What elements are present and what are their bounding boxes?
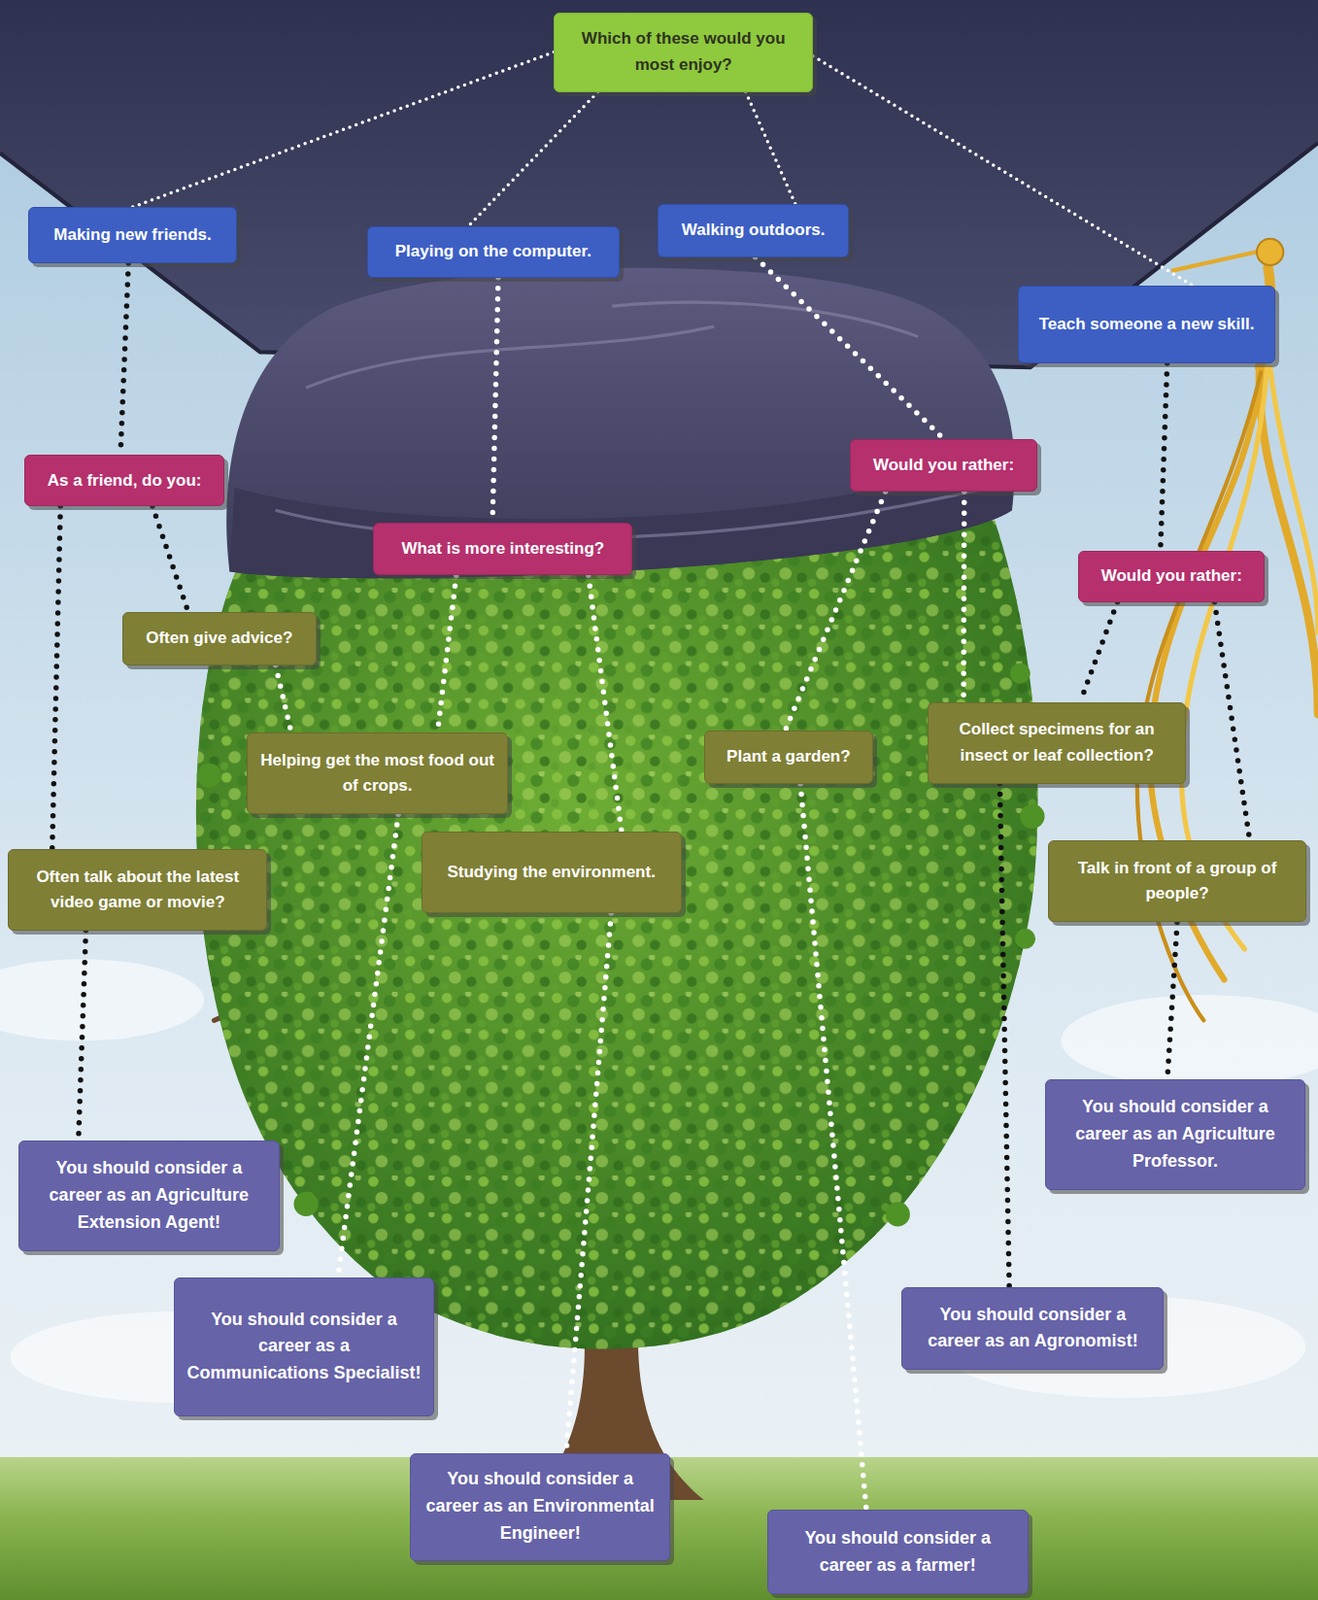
option-box: Often talk about the latest video game o… [7,848,268,931]
option-box: Studying the environment. [421,831,682,913]
question-box: As a friend, do you: [24,454,225,507]
tree-leaf-texture [196,520,1039,1350]
dotted-connector [78,930,87,1141]
dotted-connector [566,912,611,1454]
box-text: Collect specimens for an insect or leaf … [940,716,1175,769]
result-box: You should consider a career as an Agron… [901,1286,1164,1369]
box-text: Plant a garden? [726,743,851,770]
cap-highlights [275,302,981,539]
dotted-connector [588,574,622,832]
box-text: You should consider a career as an Agric… [1057,1093,1294,1176]
dotted-connector [745,92,796,205]
box-text: Walking outdoors. [681,217,826,243]
box-text: You should consider a career as a Commun… [186,1306,423,1388]
box-text: As a friend, do you: [47,468,203,494]
box-text: What is more interesting? [401,536,605,562]
option-box: Often give advice? [122,611,317,666]
dotted-connector [1214,602,1250,842]
option-box: Talk in front of a group of people? [1047,840,1308,922]
tree-edge-leaves [190,663,1045,1227]
answer-box: Making new friends. [28,206,237,264]
answer-box: Walking outdoors. [657,203,848,258]
result-box: You should consider a career as an Envir… [409,1453,671,1561]
box-text: You should consider a career as an Agron… [913,1301,1151,1356]
result-box: You should consider a career as a Commun… [173,1277,436,1417]
tassel-button [1256,238,1284,266]
box-text: Which of these would you most enjoy? [566,26,801,78]
question-box: What is more interesting? [372,522,633,576]
dotted-connector [437,574,456,733]
question-box: Would you rather: [849,439,1038,493]
box-text: You should consider a career as an Envir… [422,1465,658,1548]
dotted-connector [784,491,885,731]
dotted-connector [52,506,62,849]
dotted-connector [133,52,555,208]
dotted-connector [152,506,189,612]
question-box: Which of these would you most enjoy? [553,12,813,93]
answer-box: Playing on the computer. [367,226,619,278]
dotted-connector [1080,602,1117,703]
result-box: You should consider a career as a farmer… [767,1509,1029,1593]
tree-foliage [196,520,1039,1350]
dotted-connector [800,783,867,1511]
box-text: You should consider a career as a farmer… [779,1524,1016,1580]
dotted-connector [120,263,129,455]
option-box: Collect specimens for an insect or leaf … [927,702,1187,784]
dotted-connector [337,813,399,1278]
dotted-connector [960,491,967,702]
box-text: Often talk about the latest video game o… [20,864,255,916]
box-text: Talk in front of a group of people? [1060,855,1295,908]
box-text: Making new friends. [53,222,211,248]
box-text: Would you rather: [1101,563,1243,589]
option-box: Plant a garden? [704,730,874,784]
dotted-connector [999,783,1010,1288]
dotted-connector [812,56,1193,286]
box-text: Playing on the computer. [395,238,592,265]
result-box: You should consider a career as an Agric… [1045,1079,1307,1189]
box-text: Often give advice? [145,625,293,651]
answer-box: Teach someone a new skill. [1017,285,1276,364]
question-box: Would you rather: [1078,550,1265,603]
box-text: Teach someone a new skill. [1039,311,1255,338]
dotted-connector [492,277,499,523]
cap-dome [226,268,1014,578]
dotted-connector [468,92,599,228]
box-text: Would you rather: [873,452,1014,478]
cap-band [229,448,1014,578]
dotted-connector [1167,921,1178,1080]
box-text: Helping get the most food out of crops. [259,747,496,800]
box-text: Studying the environment. [446,859,655,885]
result-box: You should consider a career as an Agric… [18,1140,280,1251]
dotted-connector [755,257,945,440]
option-box: Helping get the most food out of crops. [246,732,508,814]
box-text: You should consider a career as an Agric… [31,1154,268,1237]
dotted-connector [1160,363,1168,551]
dotted-connector [275,665,292,733]
